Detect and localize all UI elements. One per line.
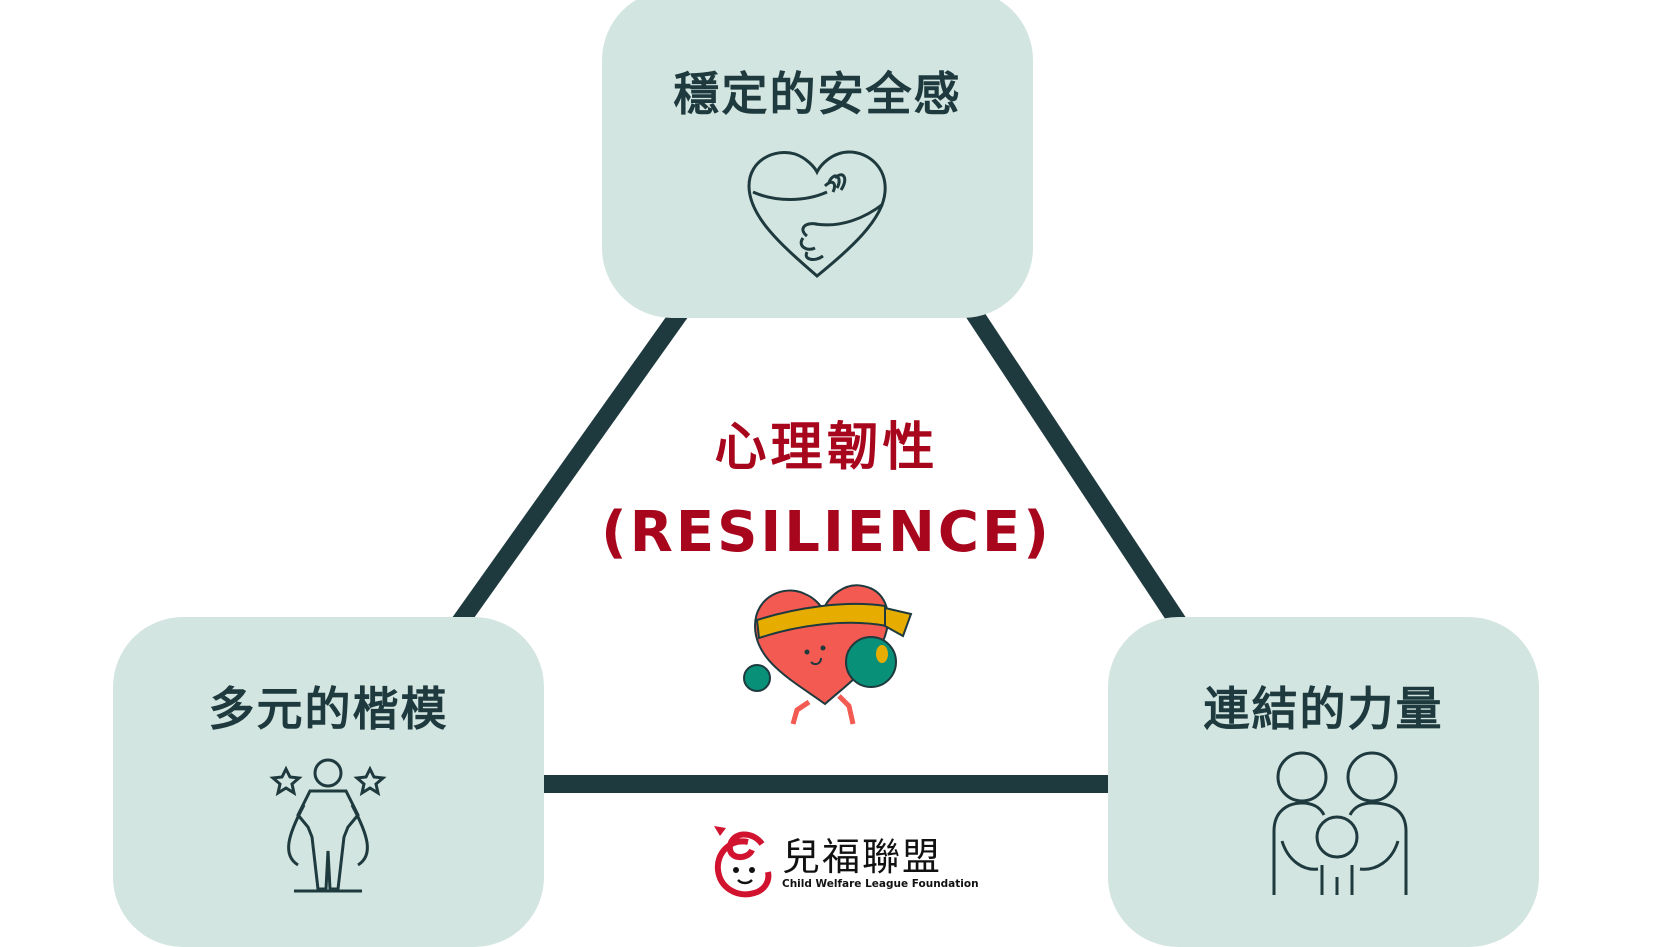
node-top: 穩定的安全感: [602, 0, 1033, 318]
family-icon: [1272, 751, 1408, 895]
logo-name-zh: 兒福聯盟: [782, 835, 943, 879]
hero-person-icon: [269, 758, 387, 893]
node-right: 連結的力量: [1108, 617, 1539, 947]
center-title-en: (RESILIENCE): [601, 500, 1052, 565]
boxing-heart-mascot-icon: [743, 584, 913, 725]
node-title: 連結的力量: [1203, 682, 1444, 736]
organization-logo: 兒福聯盟 Child Welfare League Foundation: [712, 824, 979, 900]
logo-face-icon: [714, 826, 772, 898]
node-left: 多元的楷模: [113, 617, 544, 947]
node-title: 多元的楷模: [208, 682, 449, 736]
logo-name-en: Child Welfare League Foundation: [782, 878, 979, 890]
center-title-zh: 心理韌性: [714, 418, 939, 478]
heart-hug-icon: [747, 150, 887, 278]
node-title: 穩定的安全感: [673, 67, 962, 121]
